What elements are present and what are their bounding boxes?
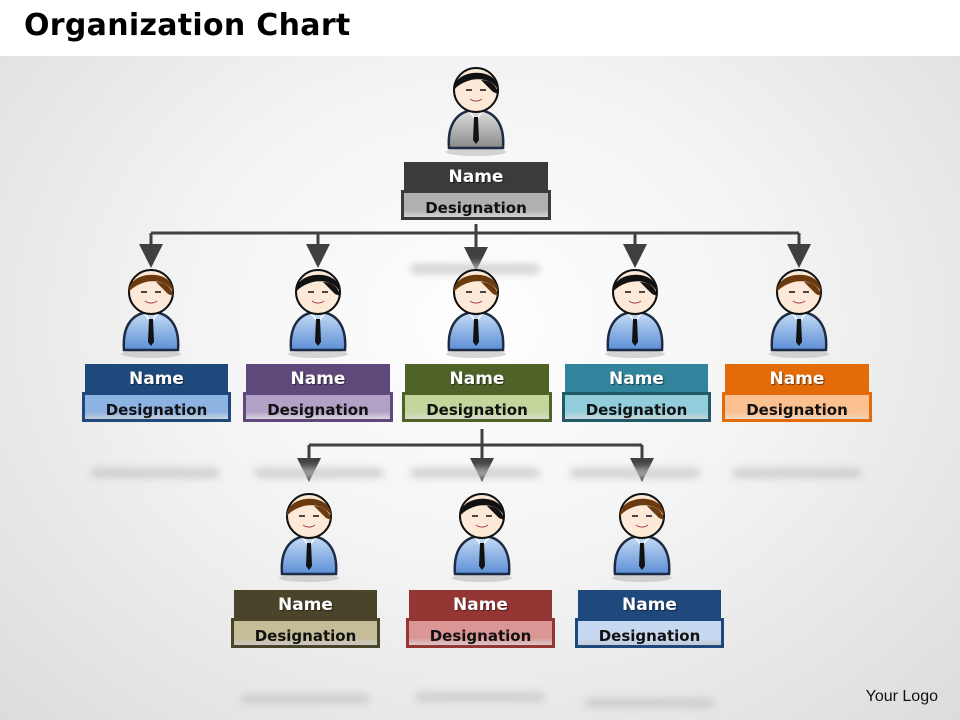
shadow-bar [90,468,220,478]
shadow-bar [240,694,370,704]
person-avatar-icon [441,62,511,158]
node-designation: Designation [82,392,231,422]
person-avatar-icon [600,264,670,360]
shadow-bar [570,468,700,478]
node-designation: Designation [575,618,724,648]
node-designation: Designation [402,392,552,422]
node-name: Name [246,364,390,394]
person-avatar-icon [283,264,353,360]
person-avatar-icon [441,264,511,360]
title-bar: Organization Chart [0,0,960,56]
person-avatar-icon [274,488,344,584]
shadow-bar [410,468,540,478]
page-title: Organization Chart [24,8,351,43]
shadow-bar [254,468,384,478]
node-name: Name [578,590,721,620]
shadow-bar [584,698,714,708]
person-avatar-icon [607,488,677,584]
shadow-bar [410,264,540,274]
node-name: Name [565,364,708,394]
person-avatar-icon [447,488,517,584]
node-designation: Designation [231,618,380,648]
node-designation: Designation [406,618,555,648]
node-name: Name [85,364,228,394]
connector-lines [139,224,811,482]
logo-placeholder: Your Logo [865,688,938,705]
shadow-bar [732,468,862,478]
node-name: Name [405,364,549,394]
person-avatar-icon [116,264,186,360]
node-designation: Designation [562,392,711,422]
node-name: Name [234,590,377,620]
shadow-bar [415,692,545,702]
person-avatar-icon [764,264,834,360]
node-designation: Designation [722,392,872,422]
node-name: Name [404,162,548,192]
node-designation: Designation [243,392,393,422]
node-designation: Designation [401,190,551,220]
node-name: Name [725,364,869,394]
node-name: Name [409,590,552,620]
